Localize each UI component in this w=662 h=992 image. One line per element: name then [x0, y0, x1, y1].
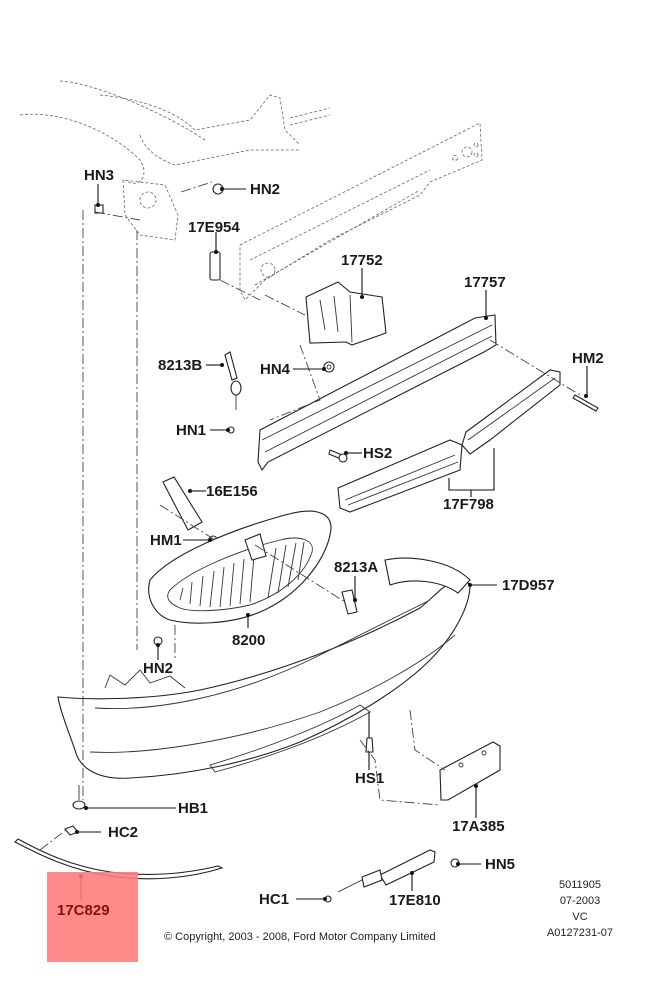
- part-HM2: [572, 394, 599, 412]
- callout-HC1[interactable]: HC1: [259, 891, 290, 908]
- part-16E156: [162, 476, 203, 531]
- diagram-reference: A0127231-07: [546, 927, 614, 939]
- callout-HM1[interactable]: HM1: [150, 532, 182, 549]
- highlight-box-17C829: [47, 872, 138, 962]
- callout-8213B[interactable]: 8213B: [158, 357, 203, 374]
- callout-HN2-top[interactable]: HN2: [250, 181, 281, 198]
- part-17F798: [337, 369, 561, 513]
- callout-17D957[interactable]: 17D957: [502, 577, 555, 594]
- callout-HN2-bottom[interactable]: HN2: [143, 660, 174, 677]
- assembly-lines: [39, 181, 581, 851]
- callout-HN3[interactable]: HN3: [84, 167, 115, 184]
- part-17C829: [14, 838, 224, 880]
- callout-17C829[interactable]: 17C829: [57, 902, 110, 919]
- callout-17752[interactable]: 17752: [341, 252, 383, 269]
- part-8200: [148, 510, 332, 624]
- copyright-notice: © Copyright, 2003 - 2008, Ford Motor Com…: [164, 931, 436, 943]
- callout-HS2[interactable]: HS2: [363, 445, 393, 462]
- diagram-reference-info: 5011905 07-2003 VC A0127231-07: [535, 877, 625, 941]
- callout-HN4[interactable]: HN4: [260, 361, 291, 378]
- radiator-support-rail: [239, 122, 483, 301]
- part-17A385: [439, 741, 501, 801]
- part-8213B: [224, 351, 242, 410]
- part-17E810: [337, 849, 436, 893]
- part-17E954: [209, 251, 221, 281]
- callout-HB1[interactable]: HB1: [178, 800, 209, 817]
- part-HS1: [365, 737, 374, 753]
- part-17752: [305, 281, 387, 346]
- diagram-number: 5011905: [558, 879, 601, 891]
- callout-8200[interactable]: 8200: [232, 632, 266, 649]
- callout-17E954[interactable]: 17E954: [188, 219, 240, 236]
- part-HB1: [72, 785, 86, 810]
- callout-17757[interactable]: 17757: [464, 274, 506, 291]
- callout-8213A[interactable]: 8213A: [334, 559, 379, 576]
- callout-16E156[interactable]: 16E156: [206, 483, 258, 500]
- part-17D957: [57, 557, 471, 779]
- part-HN4: [323, 361, 335, 373]
- callout-HM2[interactable]: HM2: [572, 350, 604, 367]
- diagram-date: 07-2003: [559, 895, 601, 907]
- vehicle-body-outline: [19, 80, 331, 241]
- callout-17A385[interactable]: 17A385: [452, 818, 505, 835]
- part-HS2: [328, 449, 348, 463]
- callout-HN5[interactable]: HN5: [485, 856, 516, 873]
- part-8213A: [341, 589, 358, 615]
- part-17757: [257, 314, 497, 472]
- callout-17E810[interactable]: 17E810: [389, 892, 441, 909]
- callout-17F798[interactable]: 17F798: [443, 496, 494, 513]
- callout-HN1[interactable]: HN1: [176, 422, 207, 439]
- callout-HS1[interactable]: HS1: [355, 770, 385, 787]
- diagram-code: VC: [572, 911, 588, 923]
- callout-HC2[interactable]: HC2: [108, 824, 139, 841]
